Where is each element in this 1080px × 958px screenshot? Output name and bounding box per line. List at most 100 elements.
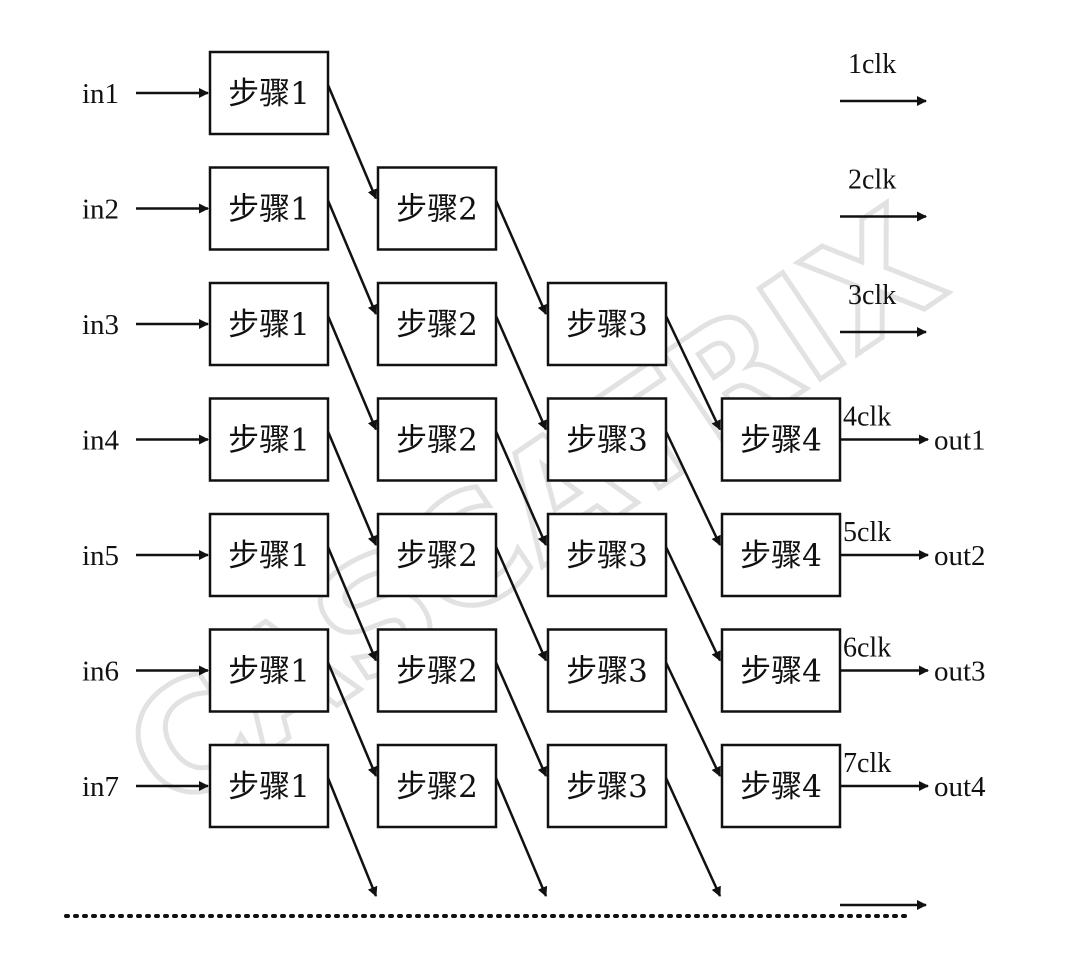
input-label-5: in5 [82,540,119,572]
stage-box: 步骤1 [208,628,330,713]
stage-box: 步骤4 [720,512,842,598]
stage-box-frame [376,166,498,251]
stage-transfer-arrow [664,430,722,546]
stage-transfer-arrow [494,546,548,662]
stage-box-label: 步骤2 [396,307,478,343]
clock-label-4: 4clk [843,402,891,433]
stage-box-label: 步骤2 [396,538,478,574]
stage-box-frame [546,628,668,713]
stage-transfer-arrow [664,777,722,897]
stage-box: 步骤3 [546,512,668,598]
stage-transfer-arrow [326,777,378,897]
stage-box-label: 步骤1 [228,307,310,343]
stage-transfer-arrow [326,315,378,431]
clock-label-1: 1clk [848,49,896,80]
stage-box-frame [208,281,330,367]
stage-box-frame [720,512,842,598]
stage-box-frame [376,743,498,829]
stage-box-label: 步骤2 [396,654,478,690]
stage-box: 步骤2 [376,628,498,713]
stage-box-label: 步骤2 [396,192,478,228]
stage-box: 步骤2 [376,166,498,251]
stage-box: 步骤3 [546,628,668,713]
stage-box: 步骤1 [208,397,330,482]
output-label-1: out1 [934,425,986,457]
stage-transfer-arrow [664,546,722,662]
stage-box-frame [546,397,668,482]
input-label-1: in1 [82,78,119,110]
arrow-layer [136,84,929,897]
stage-box-label: 步骤1 [228,423,310,459]
stage-box-frame [376,397,498,482]
stage-box-frame [208,50,330,136]
stage-transfer-arrow [664,315,722,431]
stage-box-label: 步骤3 [566,654,648,690]
stage-box-frame [208,628,330,713]
stage-box-frame [208,166,330,251]
stage-box: 步骤3 [546,397,668,482]
stage-box-label: 步骤3 [566,423,648,459]
stage-box-label: 步骤1 [228,769,310,805]
stage-box-frame [208,512,330,598]
clock-label-2: 2clk [848,165,896,196]
input-label-4: in4 [82,425,120,457]
stage-transfer-arrow [494,661,548,777]
stage-transfer-arrow [664,661,722,777]
stage-box-label: 步骤1 [228,76,310,112]
stage-box-frame [376,512,498,598]
stage-box: 步骤1 [208,512,330,598]
stage-box: 步骤3 [546,281,668,367]
stage-box-frame [546,281,668,367]
stage-transfer-arrow [326,200,378,315]
clock-label-3: 3clk [848,280,896,311]
stage-transfer-arrow [494,199,548,315]
stage-box-frame [720,743,842,829]
stage-transfer-arrow [326,662,378,777]
stage-box-frame [208,397,330,482]
input-label-7: in7 [82,771,119,803]
stage-transfer-arrow [326,84,378,200]
label-layer: in1in2in3in4in5in6in71clk2clk3clk4clkout… [82,49,986,803]
stage-transfer-arrow [494,430,548,546]
stage-box-label: 步骤1 [228,192,310,228]
output-label-3: out3 [934,656,986,688]
stage-box: 步骤4 [720,628,842,713]
stage-box-label: 步骤2 [396,769,478,805]
stage-box: 步骤2 [376,743,498,829]
stage-transfer-arrow [494,315,548,431]
output-label-4: out4 [934,771,986,803]
stage-box-frame [546,512,668,598]
stage-box-label: 步骤4 [740,423,822,459]
stage-box: 步骤2 [376,281,498,367]
stage-box-label: 步骤1 [228,654,310,690]
stage-box-layer: 步骤1 步骤1 步骤2 步骤1 步骤2 步骤3 步骤1 步骤2 步骤3 步骤4 步骤1 步骤2 步骤3 步… [208,50,842,829]
stage-transfer-arrow [494,777,548,897]
stage-box-label: 步骤3 [566,538,648,574]
stage-box-label: 步骤3 [566,307,648,343]
stage-box-frame [376,281,498,367]
stage-box: 步骤1 [208,743,330,829]
stage-box-label: 步骤4 [740,769,822,805]
stage-box: 步骤1 [208,166,330,251]
stage-box: 步骤3 [546,743,668,829]
stage-box-label: 步骤4 [740,654,822,690]
clock-label-6: 6clk [843,633,891,664]
stage-box: 步骤1 [208,50,330,136]
input-label-3: in3 [82,309,119,341]
stage-box-label: 步骤3 [566,769,648,805]
stage-box-frame [546,743,668,829]
stage-transfer-arrow [326,431,378,546]
stage-box: 步骤2 [376,512,498,598]
stage-box-frame [376,628,498,713]
stage-box-label: 步骤2 [396,423,478,459]
stage-box-label: 步骤4 [740,538,822,574]
stage-transfer-arrow [326,546,378,662]
stage-box-frame [720,628,842,713]
stage-box: 步骤1 [208,281,330,367]
stage-box: 步骤2 [376,397,498,482]
clock-label-5: 5clk [843,517,891,548]
clock-label-7: 7clk [843,748,891,779]
stage-box-frame [720,397,842,482]
input-label-2: in2 [82,194,119,226]
